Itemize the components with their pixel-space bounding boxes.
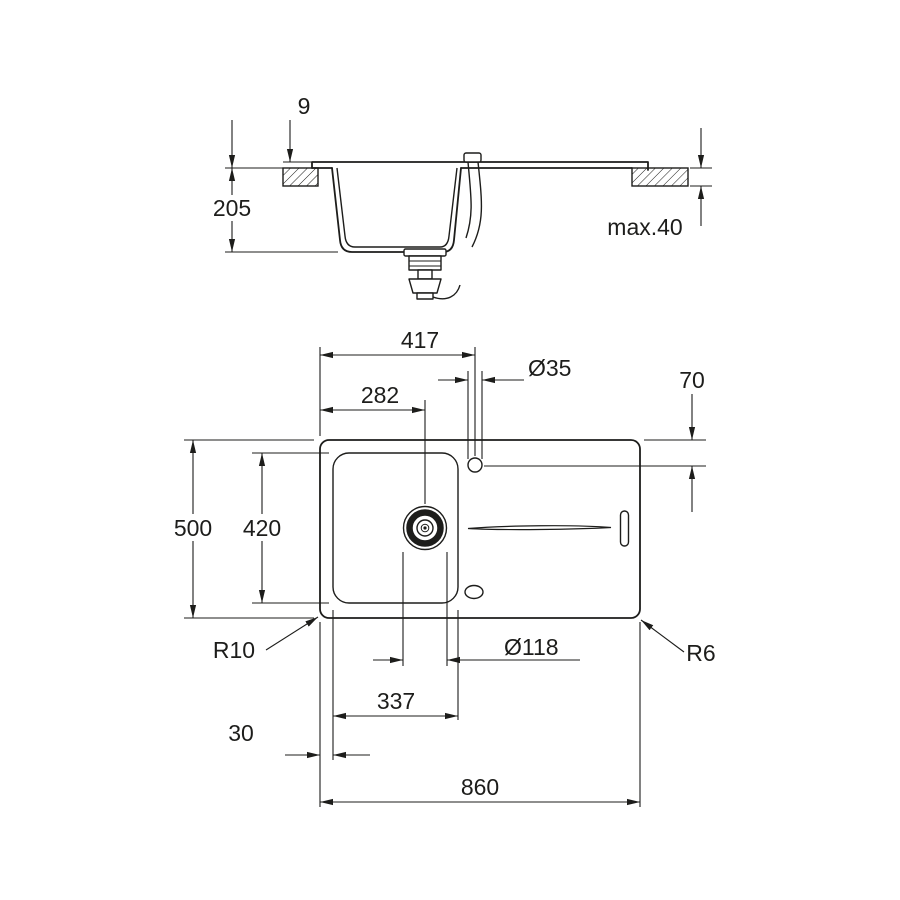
dimension-bowl-length: 420 — [235, 452, 329, 604]
dimension-overall-depth-label: 500 — [174, 515, 212, 541]
bowl-outer-wall — [331, 167, 462, 253]
dimension-drain-offset: 282 — [320, 382, 426, 504]
dimension-drain-offset-label: 282 — [361, 382, 399, 408]
dimension-faucet-edge-distance: 70 — [484, 367, 706, 512]
drain-assembly — [403, 248, 461, 300]
dimension-faucet-hole-diameter-label: Ø35 — [528, 355, 571, 381]
section-view: 9 205 max.40 — [206, 93, 712, 300]
dimension-overall-width: 860 — [319, 622, 641, 807]
plan-view: 417 Ø35 70 282 500 — [166, 327, 716, 807]
dimension-bowl-length-label: 420 — [243, 515, 281, 541]
overflow-control-hole — [464, 584, 484, 600]
dimension-edge-margin-label: 30 — [228, 720, 254, 746]
drain-tailpipe — [416, 292, 434, 300]
faucet-hole — [467, 457, 483, 473]
dimension-bowl-width: 337 — [332, 610, 459, 760]
dimension-faucet-edge-distance-label: 70 — [679, 367, 705, 393]
dimension-overall-width-label: 860 — [461, 774, 499, 800]
dimension-drain-diameter: Ø118 — [373, 552, 580, 666]
drain-nut — [408, 278, 442, 294]
drain-body — [408, 255, 442, 271]
dimension-right-corner-radius: R6 — [640, 619, 716, 666]
dimension-overall-depth: 500 — [166, 439, 314, 619]
sink-outline — [319, 439, 641, 619]
drainboard-slot — [619, 510, 630, 547]
dimension-right-corner-radius-label: R6 — [686, 640, 715, 666]
dimension-rim-height-label: 9 — [298, 93, 311, 119]
drain-hole — [402, 505, 448, 551]
dimension-bowl-width-label: 337 — [377, 688, 415, 714]
dimension-counter-thickness-label: max.40 — [607, 214, 682, 240]
dimension-drain-diameter-label: Ø118 — [504, 634, 559, 660]
countertop-hatch-left — [282, 167, 319, 187]
drain-flange — [403, 248, 447, 257]
dimension-rim-height: 9 — [225, 93, 316, 169]
overflow-assembly — [463, 152, 483, 248]
overflow-knob — [463, 152, 482, 163]
dimension-left-corner-radius-label: R10 — [213, 637, 255, 663]
drain-hose — [432, 284, 461, 300]
countertop-hatch-right — [631, 167, 689, 187]
dimension-counter-thickness: max.40 — [607, 128, 712, 240]
dimension-faucet-hole-diameter: Ø35 — [438, 355, 571, 459]
drain-neck — [417, 269, 433, 280]
dimension-bowl-depth: 205 — [206, 168, 338, 253]
dimension-faucet-offset: 417 — [319, 327, 476, 456]
bowl-outline — [332, 452, 459, 604]
dimension-faucet-offset-label: 417 — [401, 327, 439, 353]
drainboard-groove — [467, 525, 612, 531]
dimension-bowl-depth-label: 205 — [213, 195, 251, 221]
dimension-left-corner-radius: R10 — [213, 616, 319, 663]
bowl-inner-wall — [336, 167, 458, 248]
dimension-edge-margin: 30 — [228, 720, 370, 759]
